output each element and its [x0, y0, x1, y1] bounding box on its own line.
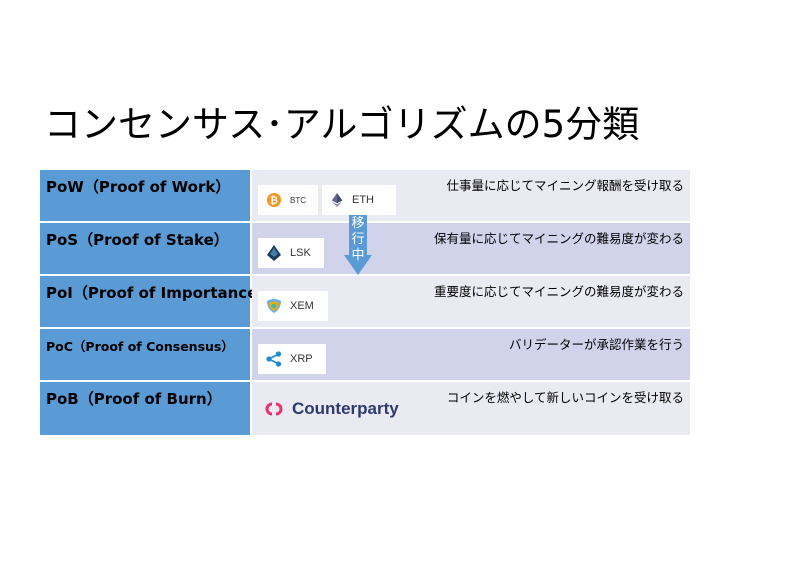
row-body: 保有量に応じてマイニングの難易度が変わる LSK [252, 223, 690, 274]
coin-badge-xrp: XRP [258, 344, 326, 374]
row-label: PoS（Proof of Stake） [40, 223, 252, 274]
row-body: バリデーターが承認作業を行う XRP [252, 329, 690, 380]
bitcoin-icon: ₿ [267, 193, 281, 207]
migration-char: 中 [351, 248, 365, 263]
coin-name: XEM [290, 300, 314, 312]
coin-badge-lsk: LSK [258, 238, 324, 268]
row-body: 重要度に応じてマイニングの難易度が変わる XEM [252, 276, 690, 327]
row-label: PoI（Proof of Importance） [40, 276, 272, 327]
migration-label: 移 行 中 [344, 216, 372, 264]
coin-name: BTC [290, 195, 306, 205]
table-row-poi: PoI（Proof of Importance） 重要度に応じてマイニングの難易… [40, 276, 690, 329]
lisk-icon [267, 245, 281, 261]
row-description: 重要度に応じてマイニングの難易度が変わる [433, 284, 684, 299]
row-label: PoB（Proof of Burn） [40, 382, 252, 435]
row-description: 保有量に応じてマイニングの難易度が変わる [433, 231, 684, 246]
coin-badge-counterparty: Counterparty [264, 399, 399, 419]
coin-badge-eth: ETH [322, 185, 396, 215]
coin-name: ETH [352, 194, 374, 206]
coin-badge-xem: XEM [258, 291, 328, 321]
row-label: PoW（Proof of Work） [40, 170, 252, 221]
migration-char: 行 [351, 232, 365, 247]
coin-name: XRP [290, 353, 313, 365]
counterparty-icon [265, 402, 283, 416]
row-description: コインを燃やして新しいコインを受け取る [446, 390, 684, 405]
table-row-pow: PoW（Proof of Work） 仕事量に応じてマイニング報酬を受け取る ₿… [40, 170, 690, 223]
ethereum-icon [331, 193, 343, 207]
row-body: コインを燃やして新しいコインを受け取る Counterparty [252, 382, 690, 435]
svg-text:₿: ₿ [270, 195, 278, 207]
row-description: バリデーターが承認作業を行う [508, 337, 684, 352]
down-arrow-icon [344, 215, 372, 275]
nem-icon [267, 299, 281, 313]
coin-name: Counterparty [292, 399, 399, 418]
page-title: コンセンサス･アルゴリズムの5分類 [44, 103, 640, 146]
ripple-icon [266, 351, 282, 367]
row-label: PoC（Proof of Consensus） [40, 329, 252, 380]
table-row-poc: PoC（Proof of Consensus） バリデーターが承認作業を行う X… [40, 329, 690, 382]
table-row-pos: PoS（Proof of Stake） 保有量に応じてマイニングの難易度が変わる… [40, 223, 690, 276]
migration-char: 移 [351, 216, 365, 231]
consensus-table: PoW（Proof of Work） 仕事量に応じてマイニング報酬を受け取る ₿… [40, 170, 690, 437]
coin-badge-btc: ₿ BTC [258, 185, 318, 215]
coin-name: LSK [290, 247, 311, 259]
table-row-pob: PoB（Proof of Burn） コインを燃やして新しいコインを受け取る C… [40, 382, 690, 437]
row-body: 仕事量に応じてマイニング報酬を受け取る ₿ BTC ETH [252, 170, 690, 221]
row-description: 仕事量に応じてマイニング報酬を受け取る [446, 178, 684, 193]
